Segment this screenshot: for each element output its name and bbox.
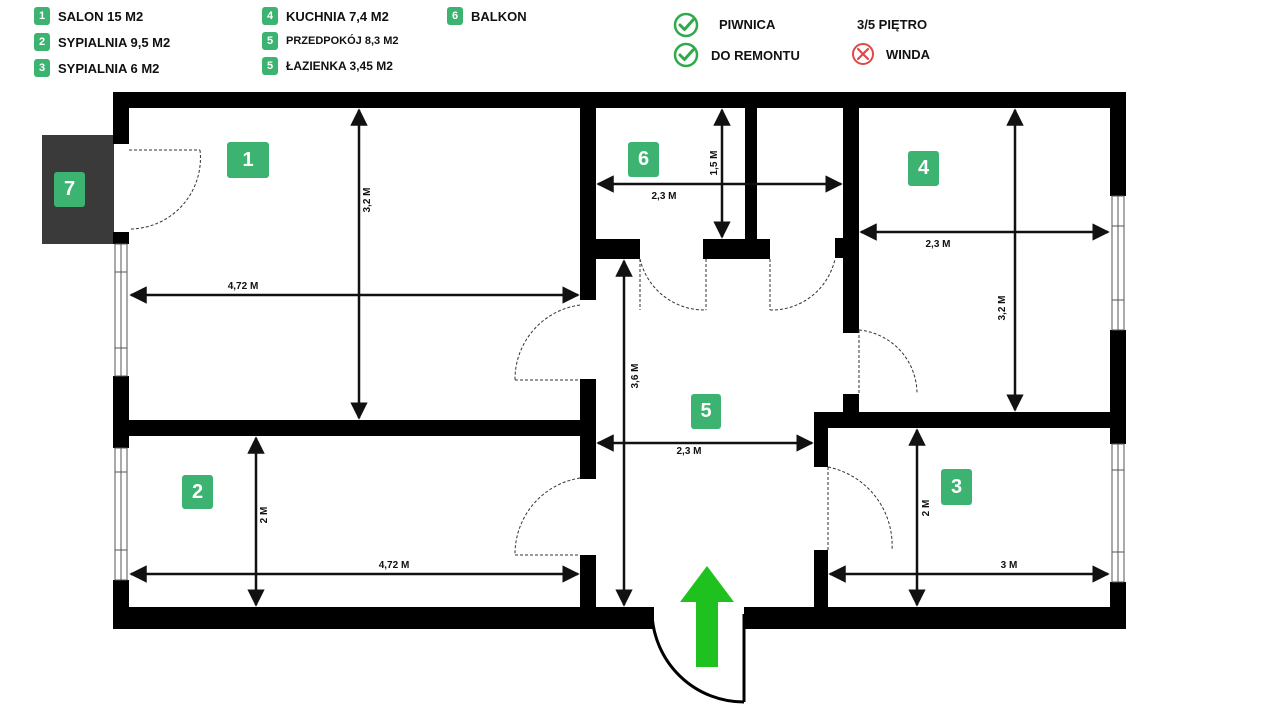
dimension-lines — [129, 108, 1110, 607]
legend-label: ŁAZIENKA 3,45 M2 — [286, 59, 393, 73]
legend-item-balkon: 6 BALKON — [447, 7, 527, 25]
legend-badge: 2 — [34, 33, 50, 51]
dim-bedroom3-width: 3 M — [1001, 560, 1018, 571]
door-swings — [128, 149, 918, 556]
dim-salon-width: 4,72 M — [228, 281, 259, 292]
wall-kitchen-left — [843, 394, 859, 412]
wall-bath-front — [703, 239, 770, 259]
room-badge-7: 7 — [54, 172, 85, 207]
legend-item-lazienka: 5 ŁAZIENKA 3,45 M2 — [262, 57, 393, 75]
legend-label: SALON 15 M2 — [58, 8, 144, 24]
wall-right — [1110, 92, 1126, 196]
feature-winda: WINDA — [886, 47, 931, 62]
legend-label: SYPIALNIA 6 M2 — [58, 60, 160, 76]
legend-badge: 5 — [262, 57, 278, 75]
room-badge-2: 2 — [182, 475, 213, 509]
wall-bedroom3-left — [814, 412, 828, 467]
legend-label: PRZEDPOKÓJ 8,3 M2 — [286, 35, 399, 47]
dim-salon-height: 3,2 M — [362, 187, 373, 212]
wall-left — [113, 376, 129, 448]
wall-kitchen-left — [835, 238, 859, 258]
dim-bedroom2-height: 2 M — [259, 507, 270, 524]
window-left-upper — [114, 243, 128, 377]
legend-badge: 3 — [34, 59, 50, 77]
dim-hall-height: 3,6 M — [630, 363, 641, 388]
legend-label: SYPIALNIA 9,5 M2 — [58, 34, 171, 50]
wall-bath-front — [596, 239, 640, 259]
dim-bedroom2-width: 4,72 M — [379, 560, 410, 571]
legend-item-salon: 1 SALON 15 M2 — [34, 7, 143, 25]
wall-left — [113, 232, 129, 244]
window-left-lower — [114, 447, 128, 581]
legend-badge: 4 — [262, 7, 278, 25]
legend-item-kuchnia: 4 KUCHNIA 7,4 M2 — [262, 7, 389, 25]
window-right-lower — [1111, 443, 1125, 583]
legend-item-sypialnia-2: 3 SYPIALNIA 6 M2 — [34, 59, 159, 77]
wall-left — [113, 580, 129, 629]
dim-bedroom3-height: 2 M — [921, 500, 932, 517]
wall-bottom-right — [744, 607, 1126, 629]
cross-icon — [852, 43, 874, 65]
legend-item-sypialnia-1: 2 SYPIALNIA 9,5 M2 — [34, 33, 170, 51]
wall-salon-bedroom — [113, 420, 596, 436]
wall-bedroom-hall — [580, 555, 596, 629]
check-icon — [673, 12, 699, 38]
room-badge-1: 1 — [227, 142, 269, 178]
wall-left — [113, 92, 129, 144]
room-badge-4: 4 — [908, 151, 939, 186]
dim-kitchen-width: 2,3 M — [925, 239, 950, 250]
wall-salon-hall — [580, 379, 596, 479]
dim-hall-width: 2,3 M — [676, 446, 701, 457]
legend-item-przedpokoj: 5 PRZEDPOKÓJ 8,3 M2 — [262, 32, 398, 50]
entrance-arrow-icon — [680, 566, 734, 667]
floor-info: 3/5 PIĘTRO — [857, 17, 928, 32]
dim-kitchen-height: 3,2 M — [997, 295, 1008, 320]
wall-bottom-left — [113, 607, 654, 629]
window-right-upper — [1111, 195, 1125, 331]
dim-bath-width: 2,3 M — [651, 191, 676, 202]
dim-bath-height: 1,5 M — [709, 150, 720, 175]
wall-bath-divider — [745, 92, 757, 259]
wall-bedroom3-left — [814, 550, 828, 629]
wall-kitchen-left — [843, 92, 859, 258]
wall-right — [1110, 582, 1126, 629]
wall-top — [113, 92, 1126, 108]
legend-badge: 1 — [34, 7, 50, 25]
legend-badge: 5 — [262, 32, 278, 50]
legend-label: KUCHNIA 7,4 M2 — [286, 8, 389, 24]
feature-do-remontu: DO REMONTU — [711, 48, 800, 63]
legend-badge: 6 — [447, 7, 463, 25]
wall-kitchen-left — [843, 258, 859, 333]
room-badge-6: 6 — [628, 142, 659, 177]
entrance-door — [650, 613, 746, 704]
room-badge-3: 3 — [941, 469, 972, 505]
legend-label: BALKON — [471, 8, 527, 24]
check-icon — [673, 42, 699, 68]
wall-kitchen-bottom — [814, 412, 1126, 428]
wall-salon-hall — [580, 92, 596, 300]
room-badge-5: 5 — [691, 394, 721, 429]
feature-piwnica: PIWNICA — [719, 17, 776, 32]
